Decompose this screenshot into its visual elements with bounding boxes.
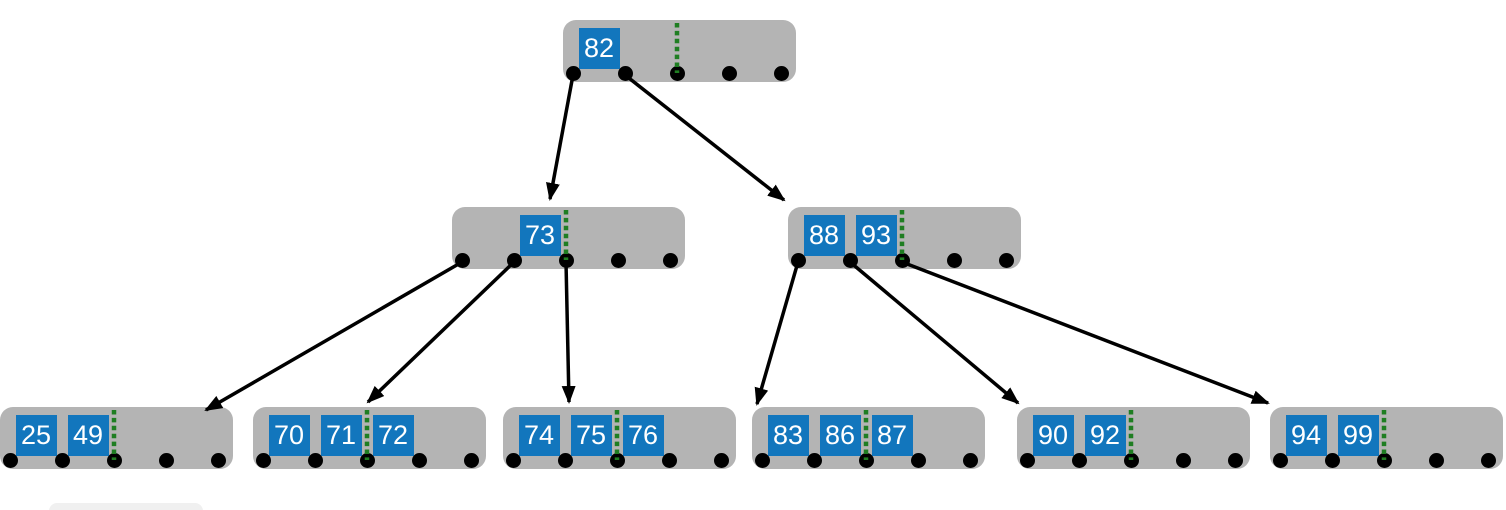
child-pointer-dot [307, 452, 323, 468]
child-pointer-dot [106, 452, 122, 468]
child-pointer-dot [754, 452, 770, 468]
key-cell: 72 [372, 415, 414, 456]
child-pointer-dot [609, 452, 625, 468]
child-pointer-dot [669, 65, 685, 81]
key-cell: 82 [578, 28, 620, 69]
child-pointer-dot [1428, 452, 1444, 468]
child-pointer-dot [2, 452, 18, 468]
child-pointer-dot [1376, 452, 1392, 468]
child-pointer-arrow [204, 260, 463, 412]
child-pointer-arrow [561, 261, 576, 404]
child-pointer-dot [910, 452, 926, 468]
key-cell: 75 [570, 415, 612, 456]
child-pointer-dot [505, 452, 521, 468]
child-pointer-dot [210, 452, 226, 468]
child-pointer-dot [463, 452, 479, 468]
child-pointer-dot [565, 65, 581, 81]
child-pointer-dot [962, 452, 978, 468]
key-cell: 86 [819, 415, 861, 456]
key-cell: 92 [1084, 415, 1126, 456]
child-pointer-dot [721, 65, 737, 81]
child-pointer-dot [790, 252, 806, 268]
offscreen-node-partial-edge [49, 503, 203, 510]
key-cell: 70 [268, 415, 310, 456]
child-pointer-dot [1175, 452, 1191, 468]
child-pointer-dot [610, 252, 626, 268]
key-cell: 49 [67, 415, 109, 456]
child-pointer-dot [842, 252, 858, 268]
key-cell: 73 [519, 215, 561, 256]
child-pointer-dot [806, 452, 822, 468]
btree-node-root-82: 82 [563, 20, 796, 82]
child-pointer-dot [617, 65, 633, 81]
child-pointer-dot [255, 452, 271, 468]
child-pointer-dot [713, 452, 729, 468]
child-pointer-arrow [848, 260, 1020, 405]
child-pointer-dot [557, 452, 573, 468]
child-pointer-dot [1071, 452, 1087, 468]
child-pointer-arrow [901, 260, 1270, 405]
child-pointer-dot [158, 452, 174, 468]
child-pointer-dot [506, 252, 522, 268]
child-pointer-arrow [623, 73, 786, 202]
key-cell: 88 [803, 215, 845, 256]
child-pointer-dot [1480, 452, 1496, 468]
child-pointer-dot [946, 252, 962, 268]
child-pointer-dot [662, 252, 678, 268]
key-cell: 76 [622, 415, 664, 456]
child-pointer-dot [661, 452, 677, 468]
child-pointer-dot [894, 252, 910, 268]
child-pointer-dot [1324, 452, 1340, 468]
key-cell: 87 [871, 415, 913, 456]
child-pointer-dot [1227, 452, 1243, 468]
key-cell: 94 [1285, 415, 1327, 456]
key-cell: 71 [320, 415, 362, 456]
child-pointer-dot [858, 452, 874, 468]
key-cell: 90 [1032, 415, 1074, 456]
child-pointer-dot [558, 252, 574, 268]
child-pointer-dot [1019, 452, 1035, 468]
key-cell: 74 [518, 415, 560, 456]
child-pointer-arrow [546, 74, 575, 201]
child-pointer-arrow [366, 260, 516, 404]
child-pointer-dot [411, 452, 427, 468]
key-cell: 93 [855, 215, 897, 256]
child-pointer-dot [1272, 452, 1288, 468]
key-cell: 99 [1337, 415, 1379, 456]
btree-node-internal-73: 73 [452, 207, 685, 269]
child-pointer-dot [359, 452, 375, 468]
child-pointer-dot [1123, 452, 1139, 468]
child-pointer-dot [54, 452, 70, 468]
child-pointer-dot [773, 65, 789, 81]
key-cell: 83 [767, 415, 809, 456]
split-marker-lines [111, 23, 1387, 460]
child-pointer-dot [998, 252, 1014, 268]
child-pointer-arrows [204, 73, 1270, 412]
child-pointer-arrow [754, 261, 800, 406]
key-cell: 25 [15, 415, 57, 456]
child-pointer-dot [454, 252, 470, 268]
